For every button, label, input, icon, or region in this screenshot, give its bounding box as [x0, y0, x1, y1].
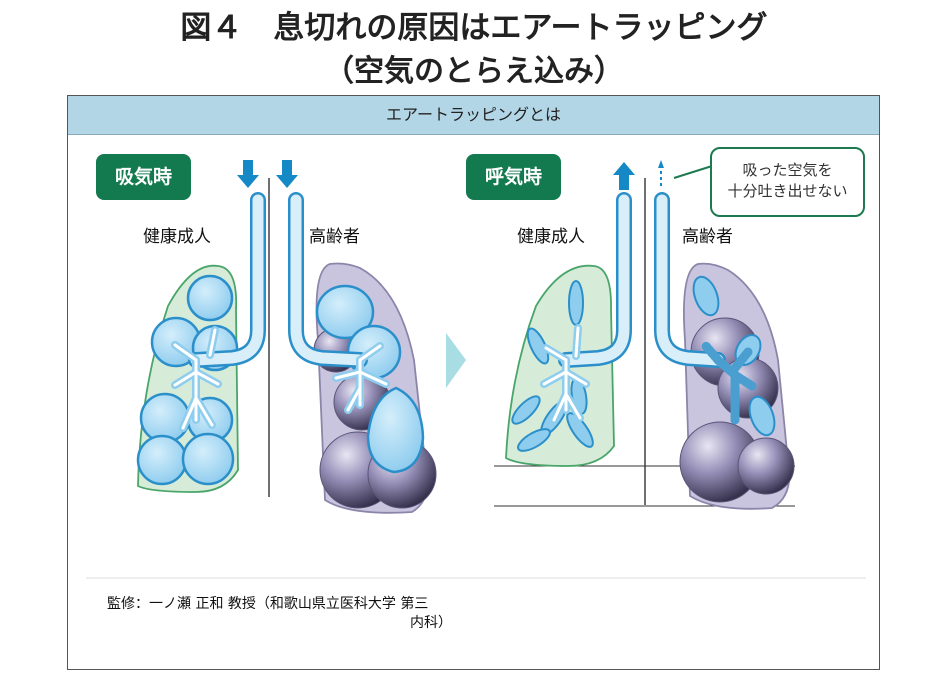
exhale-badge: 呼気時	[466, 154, 561, 200]
weak-exhale-arrow-icon	[658, 160, 664, 186]
credit-line1: 監修：一ノ瀬 正和 教授（和歌山県立医科大学 第三	[107, 596, 429, 612]
inhale-arrow-icon	[237, 160, 259, 188]
inhale-elderly-lung	[288, 192, 437, 514]
credit-line2: 内科）	[410, 615, 452, 631]
inhale-elderly-label: 高齢者	[309, 227, 360, 247]
inhale-arrow-icon	[276, 160, 298, 188]
inhale-healthy-label: 健康成人	[143, 227, 211, 247]
callout-line2: 十分吐き出せない	[727, 182, 848, 200]
callout-line1: 吸った空気を	[742, 161, 833, 179]
figure-title-line2: （空気のとらえ込み）	[324, 54, 624, 89]
figure-title-line1: 図４ 息切れの原因はエアートラッピング	[180, 10, 768, 46]
phase-chevron-icon	[446, 333, 466, 388]
exhale-elderly-label: 高齢者	[682, 227, 733, 247]
diagram-header-text: エアートラッピングとは	[385, 105, 562, 124]
exhale-healthy-label: 健康成人	[517, 227, 585, 247]
supervision-credit: 監修：一ノ瀬 正和 教授（和歌山県立医科大学 第三 内科）	[107, 595, 452, 633]
exhale-healthy-lung	[505, 192, 632, 467]
inhale-badge: 吸気時	[96, 154, 191, 200]
air-trapping-callout: 吸った空気を 十分吐き出せない	[710, 147, 865, 217]
diagram-frame: エアートラッピングとは	[67, 95, 880, 670]
diagram-header: エアートラッピングとは	[68, 96, 879, 135]
exhale-elderly-lung	[654, 192, 795, 510]
inhale-healthy-lung	[136, 192, 266, 493]
exhale-arrow-icon	[613, 162, 635, 190]
callout-pointer	[673, 164, 713, 179]
